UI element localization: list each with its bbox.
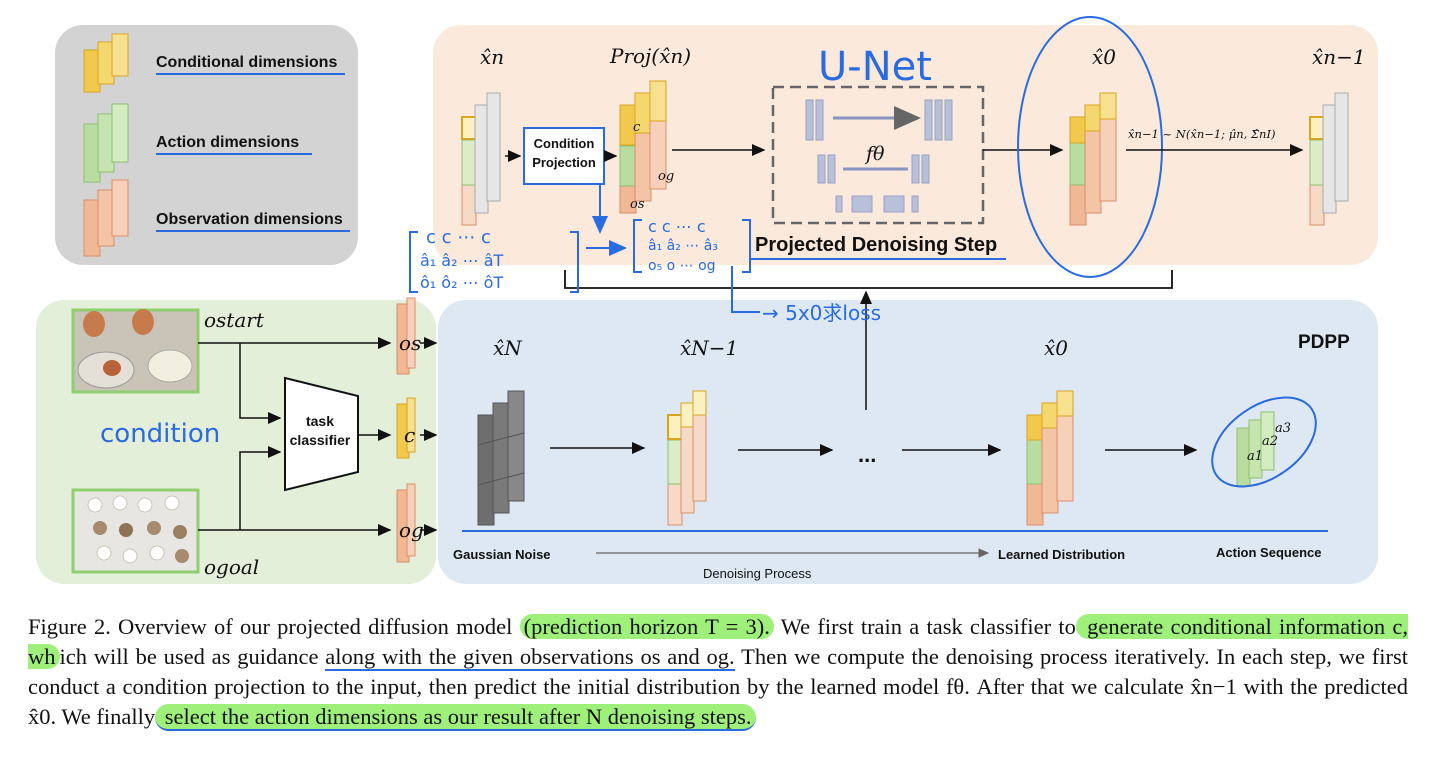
- unet-diagram: [805, 99, 953, 213]
- condition-handwriting: condition: [100, 419, 220, 449]
- legend-conditional-label: Conditional dimensions: [156, 54, 337, 71]
- xn-minus-1-label: x̂n−1: [1312, 45, 1366, 69]
- condition-projection-box: [523, 127, 605, 185]
- o-start-label: ostart: [204, 308, 265, 332]
- svg-text:c c ⋯ c: c c ⋯ c: [648, 217, 706, 236]
- gaussian-noise-label: Gaussian Noise: [453, 547, 551, 562]
- og-block: [396, 483, 416, 563]
- projected-denoising-step-label: Projected Denoising Step: [755, 234, 997, 256]
- task-classifier-label-2: classifier: [290, 432, 351, 448]
- x0-stack-bottom: [1026, 390, 1074, 526]
- os-label: os: [399, 331, 421, 355]
- sampling-formula: x̂n−1 ~ N(x̂n−1; μ̂n, Σ̂nI): [1128, 127, 1275, 141]
- unet-handwriting: U-Net: [818, 44, 932, 90]
- proj-os-label: os: [630, 197, 645, 212]
- xn-label: x̂n: [480, 45, 504, 69]
- caption-text-2: We first train a task classifier to: [773, 614, 1076, 639]
- proj-stack: [619, 80, 667, 214]
- caption-text-4: Then we compute the denoising process it…: [28, 644, 1408, 729]
- action-sequence-label: Action Sequence: [1216, 545, 1321, 560]
- loss-handwriting: → 5x0求loss: [762, 301, 881, 325]
- legend-observation-label: Observation dimensions: [156, 211, 343, 228]
- svg-text:â₁ â₂ ⋯ â₃: â₁ â₂ ⋯ â₃: [648, 238, 718, 254]
- o-goal-label: ogoal: [204, 555, 259, 579]
- xN-minus-1-label: x̂N−1: [680, 336, 738, 360]
- learned-distribution-label: Learned Distribution: [998, 547, 1125, 562]
- matrix-right: c c ⋯ c â₁ â₂ ⋯ â₃ o₅ o ⋯ og: [633, 217, 751, 274]
- a2-label: a2: [1262, 434, 1278, 449]
- xN-label: x̂N: [493, 336, 523, 360]
- svg-text:â₁ â₂ ⋯ âT: â₁ â₂ ⋯ âT: [420, 251, 504, 270]
- proj-label: Proj(x̂n): [609, 44, 691, 68]
- x0-bottom-label: x̂0: [1044, 336, 1068, 360]
- legend-action-label: Action dimensions: [156, 134, 299, 151]
- matrix-left: c c ⋯ c â₁ â₂ ⋯ âT ô₁ ô₂ ⋯ ôT: [409, 227, 579, 293]
- top-panel: [433, 25, 1378, 265]
- c-label: c: [404, 423, 415, 447]
- o-goal-image: [71, 488, 200, 574]
- ellipsis-label: ...: [858, 442, 876, 467]
- a3-label: a3: [1275, 421, 1291, 436]
- task-classifier-box: [284, 376, 359, 492]
- svg-text:o₅ o ⋯ og: o₅ o ⋯ og: [648, 258, 716, 274]
- svg-text:c c ⋯ c: c c ⋯ c: [426, 227, 491, 248]
- xn-stack: [461, 92, 501, 226]
- proj-c-label: c: [633, 120, 641, 135]
- figure-diagram: Conditional dimensions Action dimensions…: [36, 16, 1378, 584]
- legend-observation-icon: [83, 179, 129, 257]
- xN-minus-1-stack: [667, 390, 707, 526]
- caption-underline-1: along with the given observations os and…: [325, 644, 735, 671]
- condition-projection-label-1: Condition: [534, 136, 595, 151]
- c-block: [396, 397, 416, 459]
- legend-conditional-icon: [83, 33, 129, 93]
- legend-action-icon: [83, 103, 129, 183]
- caption-text-3: ich will be used as guidance: [59, 644, 326, 669]
- x0-top-label: x̂0: [1092, 45, 1116, 69]
- task-classifier-label-1: task: [306, 413, 334, 429]
- os-block: [396, 297, 416, 375]
- caption-highlight-3: select the action dimensions as our resu…: [155, 704, 756, 731]
- xn-minus-1-stack: [1309, 92, 1349, 226]
- o-start-image: [71, 308, 200, 394]
- pdpp-label: PDPP: [1298, 332, 1350, 353]
- x0-stack-top: [1069, 92, 1117, 226]
- svg-text:ô₁ ô₂ ⋯ ôT: ô₁ ô₂ ⋯ ôT: [420, 273, 503, 292]
- a1-label: a1: [1247, 449, 1263, 464]
- gaussian-noise-stack: [477, 390, 525, 526]
- caption-text-1: Figure 2. Overview of our projected diff…: [28, 614, 513, 639]
- action-sequence-stack: [1211, 396, 1317, 488]
- figure-caption: Figure 2. Overview of our projected diff…: [28, 612, 1409, 732]
- f-theta-label: fθ: [864, 143, 885, 165]
- unet-box: [771, 85, 985, 225]
- caption-highlight-1: (prediction horizon T = 3).: [519, 614, 774, 639]
- denoising-process-label: Denoising Process: [703, 566, 812, 581]
- legend-panel: [55, 25, 358, 265]
- og-label: og: [399, 518, 424, 542]
- condition-projection-label-2: Projection: [532, 155, 596, 170]
- proj-og-label: og: [658, 169, 674, 184]
